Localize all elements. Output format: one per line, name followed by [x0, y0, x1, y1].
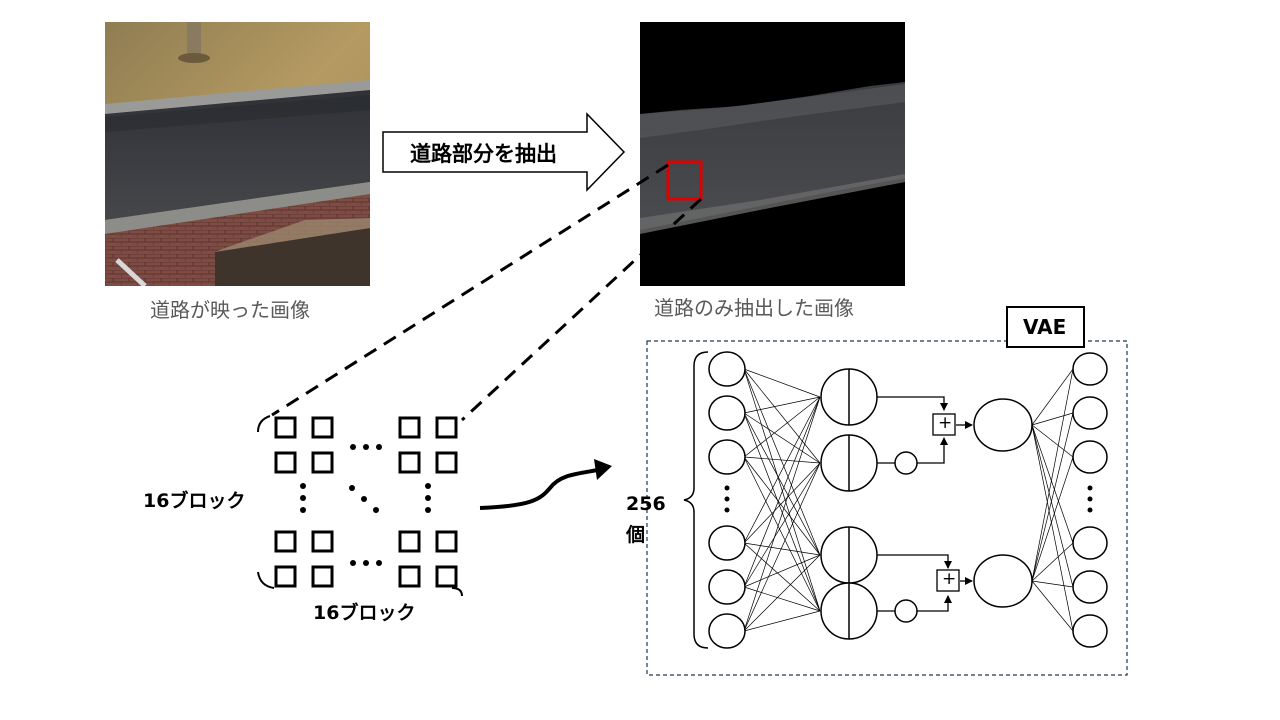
extracted-road-photo: [640, 22, 905, 286]
input-ellipsis: [724, 485, 730, 513]
extract-arrow: [382, 112, 626, 192]
input-count-number: 256: [626, 493, 666, 515]
encoder-nodes: [820, 368, 878, 640]
decoder-connections: [1031, 368, 1074, 632]
sum-boxes: [932, 413, 960, 592]
zoom-line-upper: [271, 163, 669, 417]
input-bracket: [683, 351, 709, 649]
zoom-line-lower: [460, 197, 703, 422]
road-photo: [105, 22, 370, 286]
output-nodes: [1072, 352, 1108, 648]
input-nodes: [708, 351, 746, 649]
grid-bracket-left: [257, 415, 271, 433]
sum-symbol-lower: +: [942, 569, 957, 589]
reparam-wires: [877, 396, 973, 612]
vae-title-box: [1006, 306, 1085, 348]
block-grid: [274, 416, 458, 588]
input-count-unit: 個: [626, 524, 646, 546]
grid-cols-label: 16ブロック: [313, 602, 416, 624]
input-image-caption: 道路が映った画像: [150, 298, 310, 322]
grid-ellipsis-dots: [300, 444, 431, 566]
to-vae-arrow: [479, 468, 599, 510]
encoder-connections: [743, 368, 821, 632]
noise-nodes: [894, 451, 918, 623]
grid-bracket-bottom-left: [257, 571, 275, 589]
output-ellipsis: [1087, 485, 1093, 513]
output-image-caption: 道路のみ抽出した画像: [654, 296, 854, 320]
vae-title: VAE: [1023, 315, 1067, 339]
grid-bracket-bottom-right: [451, 587, 463, 597]
grid-rows-label: 16ブロック: [143, 490, 246, 512]
extract-arrow-label: 道路部分を抽出: [410, 142, 557, 166]
vae-frame: [646, 340, 1128, 676]
latent-nodes: [973, 398, 1033, 608]
sum-symbol-upper: +: [938, 413, 953, 433]
highlight-box: [666, 160, 703, 201]
